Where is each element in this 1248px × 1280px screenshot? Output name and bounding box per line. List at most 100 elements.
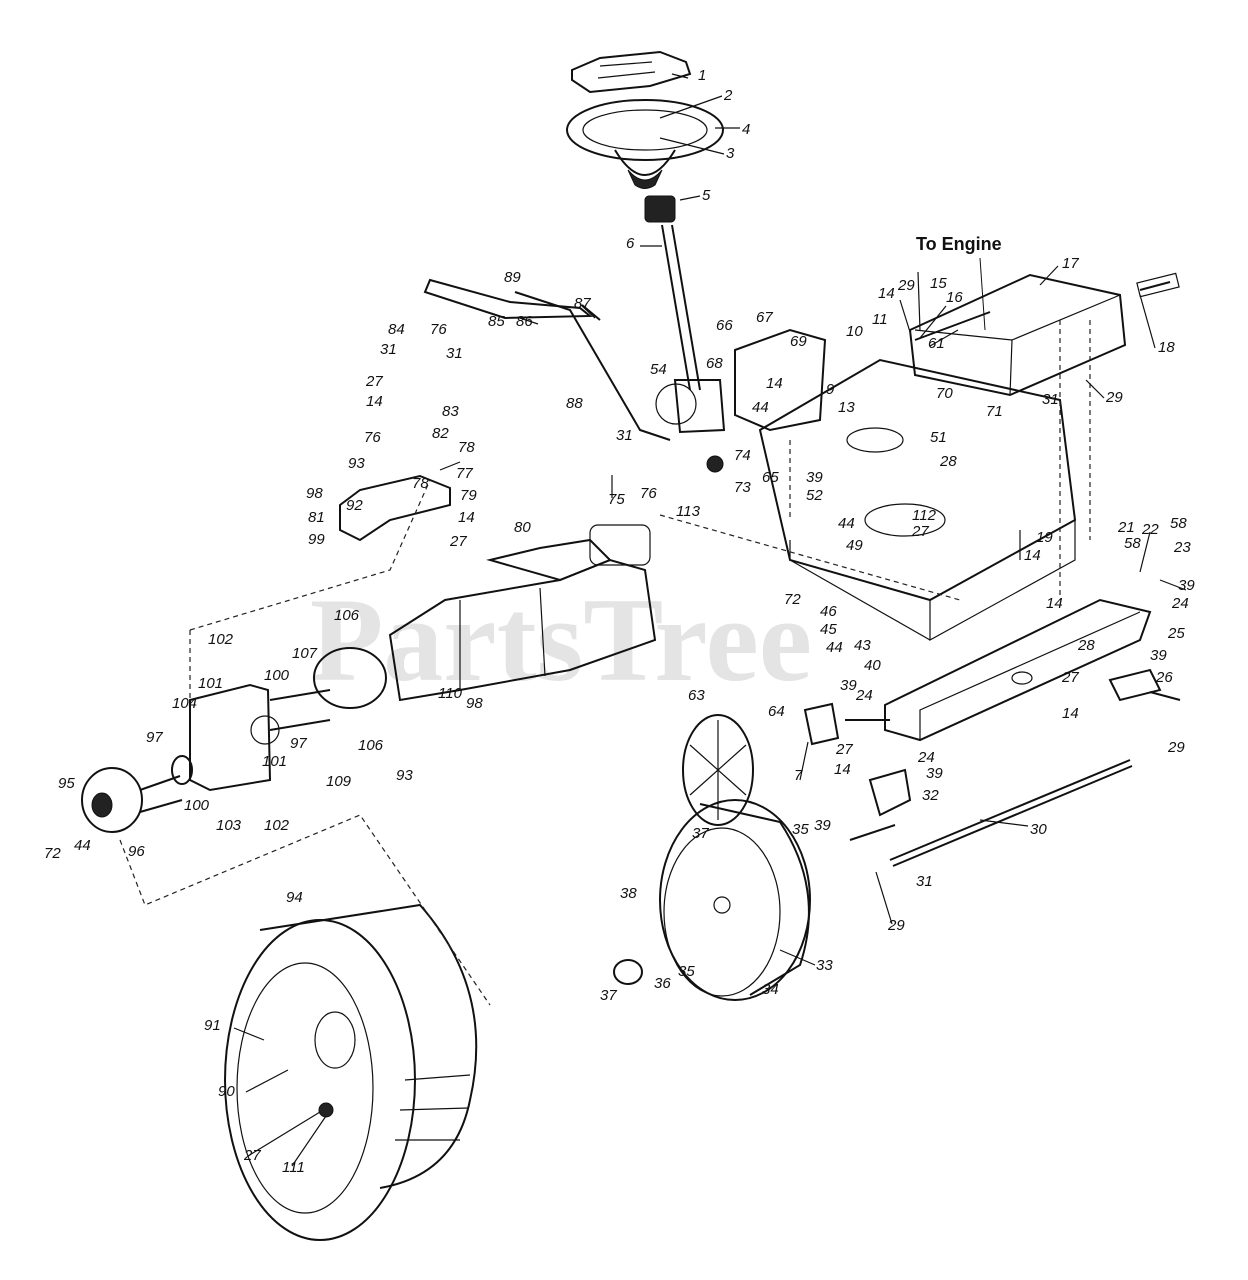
callout-label: 83 bbox=[442, 403, 459, 420]
callout-label: 64 bbox=[768, 703, 785, 720]
callout-label: 27 bbox=[449, 533, 467, 550]
callout-label: 4 bbox=[742, 121, 750, 138]
callout-label: 76 bbox=[430, 321, 447, 338]
callout-label: 61 bbox=[928, 335, 945, 352]
callout-label: 29 bbox=[1105, 389, 1123, 406]
callout-label: 16 bbox=[946, 289, 963, 306]
callout-label: 33 bbox=[816, 957, 833, 974]
callout-label: 94 bbox=[286, 889, 303, 906]
callout-label: 80 bbox=[514, 519, 531, 536]
callout-label: 37 bbox=[600, 987, 617, 1004]
callout-label: 1 bbox=[698, 67, 706, 84]
callout-label: 39 bbox=[814, 817, 831, 834]
callout-label: 10 bbox=[846, 323, 863, 340]
frame bbox=[758, 358, 1077, 642]
callout-label: 38 bbox=[620, 885, 637, 902]
callout-label: 28 bbox=[1077, 637, 1095, 654]
callout-label: 104 bbox=[172, 695, 197, 712]
leader-lines bbox=[233, 73, 1187, 1167]
callout-label: 11 bbox=[872, 311, 888, 328]
dashed-lines bbox=[119, 320, 1091, 1006]
callout-label: 44 bbox=[826, 639, 843, 656]
rear-wheel bbox=[224, 903, 478, 1241]
callout-label: 24 bbox=[917, 749, 935, 766]
callout-label: 39 bbox=[806, 469, 823, 486]
callout-label: 66 bbox=[716, 317, 733, 334]
callout-label: 102 bbox=[208, 631, 234, 648]
callout-label: 30 bbox=[1030, 821, 1047, 838]
callout-label: 76 bbox=[640, 485, 657, 502]
callout-label: 5 bbox=[702, 187, 711, 204]
callout-label: 58 bbox=[1170, 515, 1187, 532]
frame-bracket bbox=[734, 328, 827, 432]
heading-to-engine: To Engine bbox=[916, 234, 1002, 254]
callout-label: 31 bbox=[916, 873, 933, 890]
bushing bbox=[803, 702, 890, 746]
callout-label: 14 bbox=[1062, 705, 1079, 722]
callout-label: 87 bbox=[574, 295, 591, 312]
callout-label: 27 bbox=[365, 373, 383, 390]
callout-label: 6 bbox=[626, 235, 635, 252]
engine-cable bbox=[914, 257, 991, 341]
callout-label: 34 bbox=[762, 981, 779, 998]
callout-label: 88 bbox=[566, 395, 583, 412]
callout-label: 49 bbox=[846, 537, 863, 554]
callout-label: 28 bbox=[939, 453, 957, 470]
drag-link bbox=[514, 291, 671, 441]
callout-label: 14 bbox=[834, 761, 851, 778]
callout-label: 91 bbox=[204, 1017, 221, 1034]
callout-label: 85 bbox=[488, 313, 505, 330]
callout-label: 100 bbox=[184, 797, 210, 814]
callout-label: 78 bbox=[458, 439, 475, 456]
callout-label: 113 bbox=[676, 503, 701, 520]
callout-label: 44 bbox=[838, 515, 855, 532]
callout-label: 13 bbox=[838, 399, 855, 416]
steering-arm bbox=[423, 278, 601, 321]
callout-label: 107 bbox=[292, 645, 318, 662]
callout-label: 96 bbox=[128, 843, 145, 860]
callout-label: 51 bbox=[930, 429, 947, 446]
callout-label: 100 bbox=[264, 667, 290, 684]
callout-label: 82 bbox=[432, 425, 449, 442]
callout-label: 73 bbox=[734, 479, 751, 496]
callout-label: 112 bbox=[912, 507, 937, 524]
callout-label: 14 bbox=[878, 285, 895, 302]
spindle-left bbox=[849, 768, 912, 841]
callout-label: 14 bbox=[1046, 595, 1063, 612]
front-wheel bbox=[613, 799, 811, 1001]
callout-label: 71 bbox=[986, 403, 1003, 420]
callout-label: 35 bbox=[678, 963, 695, 980]
steering-gear bbox=[655, 379, 726, 473]
callout-label: 27 bbox=[1061, 669, 1079, 686]
callout-label: 52 bbox=[806, 487, 823, 504]
callout-label: 101 bbox=[198, 675, 223, 692]
callout-label: 102 bbox=[264, 817, 290, 834]
callout-label: 45 bbox=[820, 621, 837, 638]
callout-label: 97 bbox=[290, 735, 307, 752]
tie-rod bbox=[889, 759, 1133, 867]
shift-bracket bbox=[339, 474, 451, 542]
callout-label: 63 bbox=[688, 687, 705, 704]
callout-label: 93 bbox=[348, 455, 365, 472]
callout-label: 44 bbox=[752, 399, 769, 416]
callout-label: 29 bbox=[897, 277, 915, 294]
callout-label: 24 bbox=[1171, 595, 1189, 612]
callout-label: 31 bbox=[616, 427, 633, 444]
callout-label: 76 bbox=[364, 429, 381, 446]
callout-label: 98 bbox=[466, 695, 483, 712]
steering-spring bbox=[644, 195, 676, 223]
callout-label: 25 bbox=[1167, 625, 1185, 642]
callout-label: 31 bbox=[1042, 391, 1059, 408]
callout-label: 35 bbox=[792, 821, 809, 838]
callout-label: 44 bbox=[74, 837, 91, 854]
callout-label: 79 bbox=[460, 487, 477, 504]
callout-label: 77 bbox=[456, 465, 473, 482]
callout-label: 69 bbox=[790, 333, 807, 350]
callout-label: 74 bbox=[734, 447, 751, 464]
callout-label: 39 bbox=[1178, 577, 1195, 594]
callout-label: 92 bbox=[346, 497, 363, 514]
callout-label: 7 bbox=[794, 767, 803, 784]
callout-label: 26 bbox=[1155, 669, 1173, 686]
callout-label: 31 bbox=[446, 345, 463, 362]
